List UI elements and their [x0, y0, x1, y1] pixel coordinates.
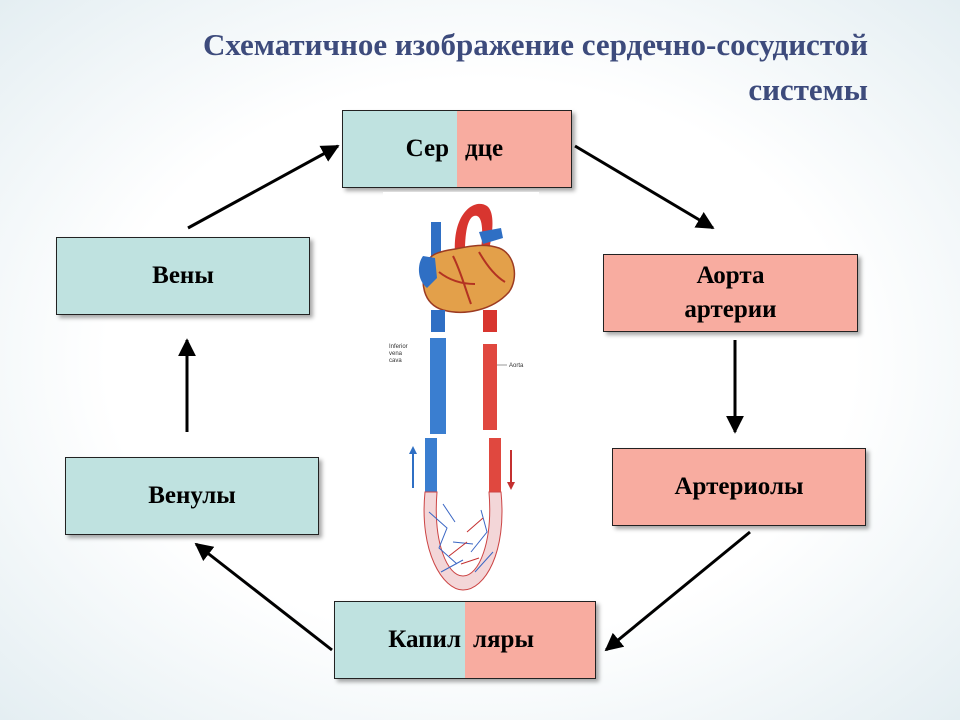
title-line-2: системы	[748, 72, 868, 107]
aorta-segment-3	[489, 438, 501, 494]
arrow-capillaries-to-venules	[194, 542, 333, 652]
venous-flow-arrowhead	[409, 446, 417, 454]
arterial-flow-arrowhead	[507, 482, 515, 490]
capillaries-box: Капил ляры	[334, 601, 596, 679]
venules-label: Венулы	[148, 482, 236, 509]
venules-box: Венулы	[65, 457, 319, 535]
vena-cava-segment-3	[425, 438, 437, 494]
heart-label-left: Сер	[405, 135, 449, 162]
capillary-network-arterial	[448, 517, 484, 565]
heart-label-right: дце	[465, 135, 504, 162]
aortic-arch	[454, 203, 493, 252]
veins-label: Вены	[152, 262, 214, 289]
page-title: Схематичное изображение сердечно-сосудис…	[48, 22, 868, 112]
title-line-1: Схематичное изображение сердечно-сосудис…	[202, 27, 868, 62]
arrow-veins-to-heart	[187, 144, 340, 230]
capillary-network	[428, 503, 494, 573]
aorta-arteries-box: Аорта артерии	[603, 254, 858, 332]
heart-body	[422, 244, 516, 313]
aorta-segment-2	[483, 344, 497, 430]
vena-cava-segment-2	[430, 338, 446, 434]
arrow-arterioles-to-capillaries	[604, 530, 751, 652]
aorta-label: Aorta	[509, 363, 524, 369]
vena-cava-segment-1	[431, 310, 445, 332]
arrow-heart-to-aorta	[574, 144, 715, 230]
vena-cava-label-3: cava	[389, 358, 402, 364]
coronary-vessels	[438, 251, 506, 305]
arteries-label: артерии	[684, 296, 777, 323]
arterioles-label: Артериолы	[674, 473, 804, 500]
capillary-bed	[423, 491, 503, 591]
capillaries-box-venous-half: Капил	[335, 602, 465, 678]
vena-cava-label-2: vena	[389, 351, 403, 357]
aorta-label: Аорта	[696, 262, 765, 289]
arterioles-box: Артериолы	[612, 448, 866, 526]
veins-box: Вены	[56, 237, 310, 315]
heart-box: Сер дце	[342, 110, 572, 188]
capillaries-label-right: ляры	[473, 626, 534, 653]
heart-box-arterial-half: дце	[457, 111, 571, 187]
vena-cava-label-1: Inferior	[389, 344, 408, 350]
aorta-segment-1	[483, 310, 497, 332]
capillaries-box-arterial-half: ляры	[465, 602, 595, 678]
right-atrium	[418, 256, 437, 288]
capillaries-label-left: Капил	[388, 626, 461, 653]
heart-vessels-illustration: Inferior vena cava Aorta	[383, 192, 539, 597]
heart-box-venous-half: Сер	[343, 111, 457, 187]
pulmonary-artery	[479, 228, 503, 244]
